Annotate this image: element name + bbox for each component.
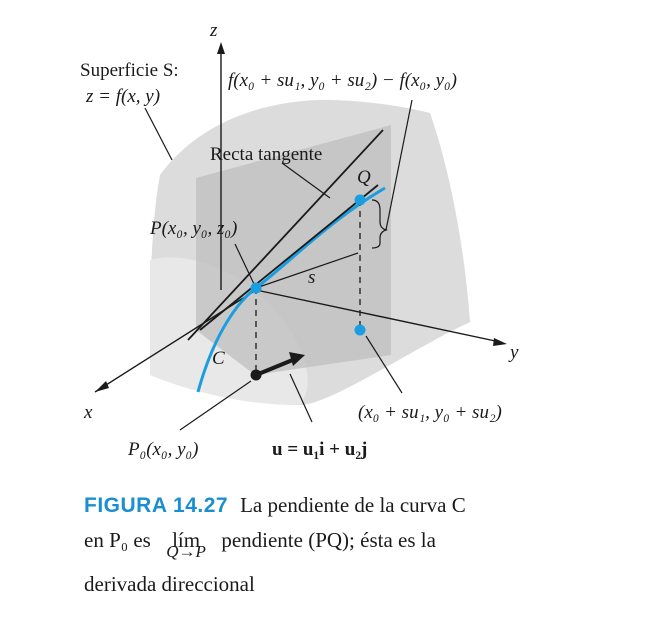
p0-label: P₀(x₀, y₀) bbox=[127, 439, 198, 460]
z-axis-arrow bbox=[217, 42, 225, 54]
y-axis-label: y bbox=[508, 342, 519, 363]
q-label: Q bbox=[357, 167, 371, 188]
point-xy-label: (x₀ + su₁, y₀ + su₂) bbox=[358, 402, 502, 423]
surface-label-line2: z = f(x, y) bbox=[85, 86, 160, 107]
caption-text-3: derivada direccional bbox=[84, 572, 255, 596]
leader-difference bbox=[385, 99, 413, 231]
caption-text-2a: en P₀ es bbox=[84, 528, 151, 552]
leader-p0 bbox=[179, 380, 252, 431]
leader-surface bbox=[144, 107, 173, 161]
y-axis-arrow bbox=[493, 338, 507, 346]
figure-caption: FIGURA 14.27 La pendiente de la curva C e… bbox=[84, 488, 644, 601]
x-axis-arrow bbox=[95, 381, 109, 392]
z-axis-label: z bbox=[209, 20, 218, 41]
point-xy-q bbox=[354, 324, 366, 336]
limit-subscript: Q→P bbox=[166, 542, 206, 561]
diagram-canvas: z y x Superficie S: z = f(x, y) f(x₀ + s… bbox=[80, 20, 519, 460]
u-label: u = u₁i + u₂j bbox=[272, 439, 367, 460]
caption-line-3: derivada direccional bbox=[84, 567, 644, 601]
c-label: C bbox=[212, 348, 225, 369]
s-label: s bbox=[308, 267, 315, 288]
limit-word: lím bbox=[172, 528, 201, 552]
caption-text-2b: pendiente (PQ); ésta es la bbox=[221, 528, 436, 552]
difference-label: f(x₀ + su₁, y₀ + su₂) − f(x₀, y₀) bbox=[228, 70, 457, 91]
leader-point bbox=[365, 335, 403, 394]
p-label: P(x₀, y₀, z₀) bbox=[149, 218, 237, 239]
caption-text-1: La pendiente de la curva C bbox=[240, 493, 466, 517]
caption-line-1: FIGURA 14.27 La pendiente de la curva C bbox=[84, 488, 644, 523]
point-p bbox=[250, 282, 262, 294]
figure-number: FIGURA 14.27 bbox=[84, 494, 229, 517]
point-q bbox=[354, 194, 366, 206]
x-axis-label: x bbox=[83, 402, 93, 423]
leader-u bbox=[289, 373, 313, 423]
segment-s bbox=[255, 252, 359, 289]
leader-p bbox=[234, 243, 255, 285]
tangent-line bbox=[187, 129, 384, 341]
tangent-label: Recta tangente bbox=[210, 144, 322, 165]
point-p0 bbox=[250, 369, 262, 381]
surface-label-line1: Superficie S: bbox=[80, 60, 179, 81]
y-axis-line bbox=[255, 289, 501, 343]
secant-line-pq bbox=[199, 184, 379, 331]
unit-vector-u bbox=[255, 357, 296, 377]
leader-tangent bbox=[281, 162, 331, 199]
vertical-plane bbox=[196, 125, 391, 375]
unit-vector-u-arrowhead bbox=[289, 352, 305, 366]
